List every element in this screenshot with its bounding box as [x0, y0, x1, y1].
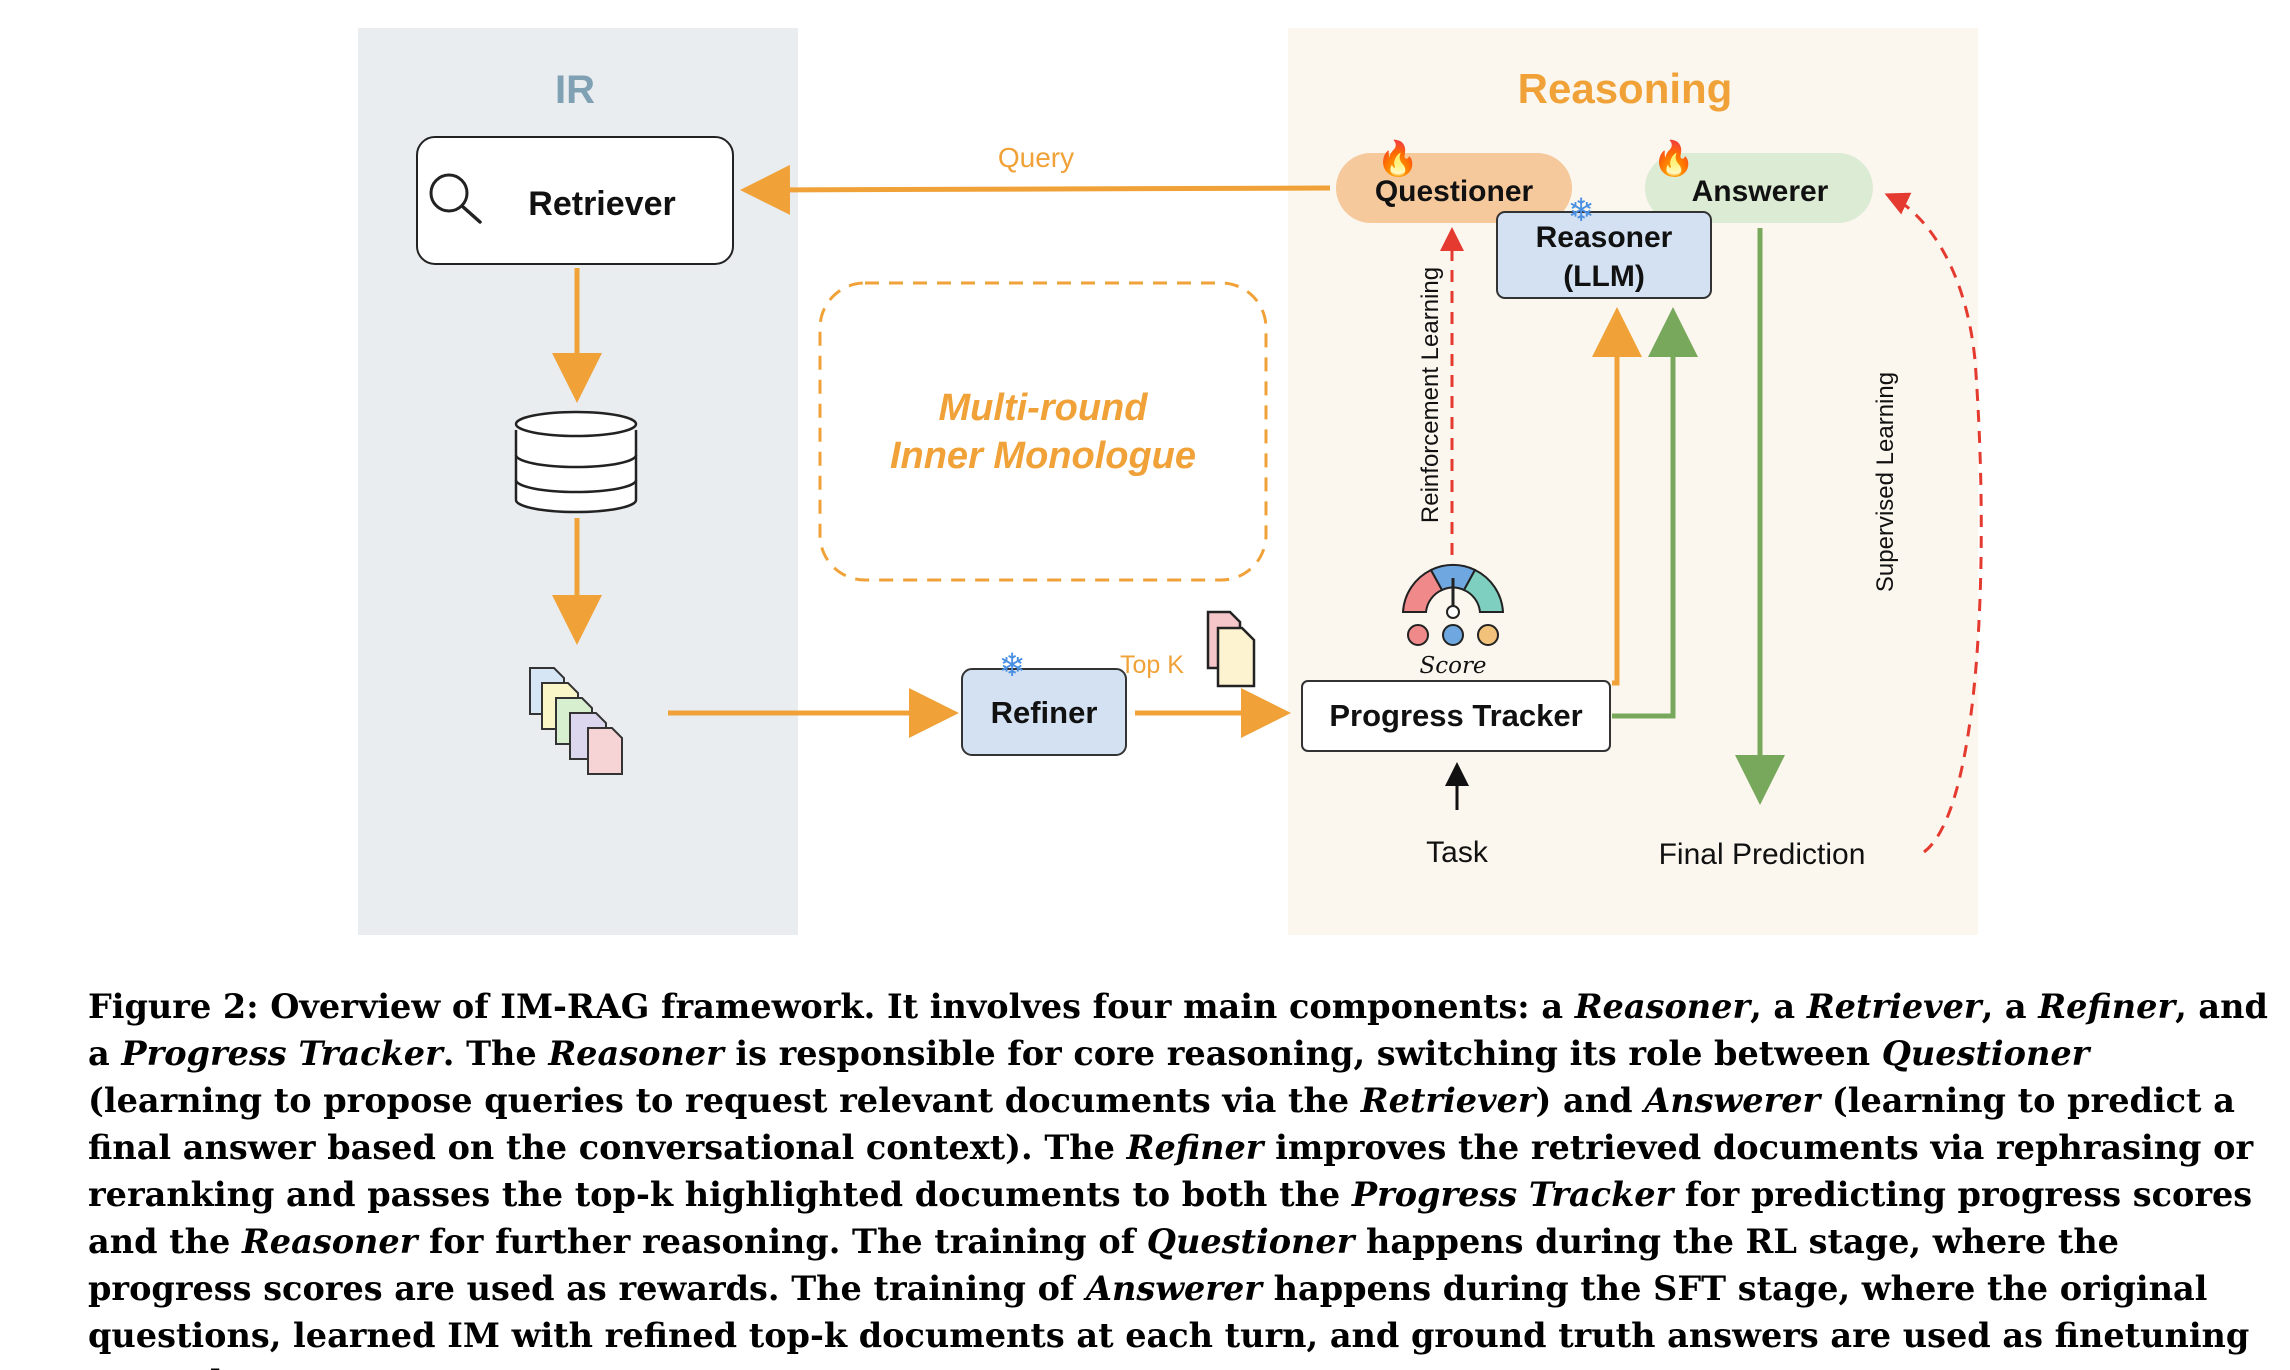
retriever-label: Retriever: [528, 185, 675, 223]
caption-term: Progress Tracker: [121, 1034, 443, 1073]
task-label: Task: [1426, 836, 1489, 869]
caption-term: Refiner: [2038, 987, 2176, 1026]
questioner-label: Questioner: [1375, 175, 1534, 208]
refiner-box: [961, 668, 1127, 756]
reasoner-label-line1: Reasoner: [1536, 221, 1673, 254]
documents-icon: [529, 667, 623, 775]
im-rag-diagram: IR Reasoning Retriever Query Multi-round…: [358, 28, 1983, 935]
monologue-box: [818, 281, 1268, 582]
retriever-box: [416, 136, 734, 265]
caption-span: , a: [1750, 987, 1807, 1026]
caption-span: for predicting progress scores and the: [88, 1175, 2253, 1261]
fire-icon: 🔥: [1377, 139, 1419, 179]
questioner-pill: [1336, 153, 1572, 223]
snowflake-icon: ❄: [999, 646, 1026, 684]
caption-span: is responsible for core reasoning, switc…: [723, 1034, 1882, 1073]
caption-span: ) and: [1535, 1081, 1645, 1120]
caption-span: . The: [442, 1034, 549, 1073]
query-label: Query: [998, 142, 1074, 173]
caption-term: Reasoner: [548, 1034, 724, 1073]
caption-span: happens during the RL stage, where the p…: [88, 1222, 2119, 1308]
final-prediction-label: Final Prediction: [1659, 838, 1866, 871]
caption-figure-label: Figure 2: Overview of IM-RAG framework. …: [88, 987, 1575, 1026]
caption-term: Questioner: [1146, 1222, 1355, 1261]
caption-span: (learning to propose queries to request …: [88, 1081, 1361, 1120]
caption-term: Refiner: [1126, 1128, 1264, 1167]
snowflake-icon: ❄: [1568, 191, 1595, 229]
tracker-to-reasoner-orange-arrow: [1592, 307, 1642, 686]
caption-term: Answerer: [1085, 1269, 1262, 1308]
top-k-label: Top K: [1120, 651, 1184, 679]
reinforcement-learning-label: Reinforcement Learning: [1417, 267, 1444, 523]
caption-term: Retriever: [1360, 1081, 1536, 1120]
ir-title: IR: [555, 68, 595, 112]
caption-span: (learning to predict a final answer base…: [88, 1081, 2235, 1167]
caption-term: Progress Tracker: [1351, 1175, 1674, 1214]
fire-icon: 🔥: [1653, 139, 1695, 179]
caption-term: Reasoner: [1574, 987, 1751, 1026]
score-gauge-icon: [1401, 563, 1505, 646]
caption-span: for further reasoning. The training of: [417, 1222, 1147, 1261]
caption-span: improves the retrieved documents via rep…: [88, 1128, 2254, 1214]
search-icon: [429, 173, 482, 224]
caption-text: Figure 2: Overview of IM-RAG framework. …: [88, 983, 2268, 1370]
answerer-pill: [1645, 153, 1873, 223]
query-arrow: [740, 164, 1331, 215]
caption-term: Reasoner: [241, 1222, 418, 1261]
answerer-label: Answerer: [1692, 175, 1829, 208]
supervised-learning-label: Supervised Learning: [1872, 372, 1899, 592]
monologue-label-line2: Inner Monologue: [890, 435, 1196, 477]
monologue-label-line1: Multi-round: [939, 387, 1149, 429]
caption-span: happens during the SFT stage, where the …: [88, 1269, 2250, 1370]
caption-term: Retriever: [1806, 987, 1982, 1026]
refiner-label: Refiner: [991, 695, 1098, 730]
database-icon: [514, 410, 638, 514]
reasoner-box: [1496, 211, 1712, 299]
caption-span: , and a: [88, 987, 2268, 1073]
caption-term: Questioner: [1881, 1034, 2090, 1073]
reasoning-title: Reasoning: [1518, 65, 1733, 112]
caption-span: , a: [1981, 987, 2039, 1026]
supervised-learning-arrow: [1884, 192, 1983, 854]
tracker-to-reasoner-green-arrow: [1612, 307, 1698, 719]
reasoner-label-line2: (LLM): [1563, 260, 1645, 293]
progress-tracker-box: [1301, 680, 1611, 752]
caption-term: Answerer: [1644, 1081, 1821, 1120]
score-label: Score: [1419, 653, 1486, 679]
figure-caption: Figure 2: Overview of IM-RAG framework. …: [88, 983, 2268, 1370]
top-k-documents-icon: [1206, 610, 1256, 688]
progress-tracker-label: Progress Tracker: [1329, 698, 1582, 733]
